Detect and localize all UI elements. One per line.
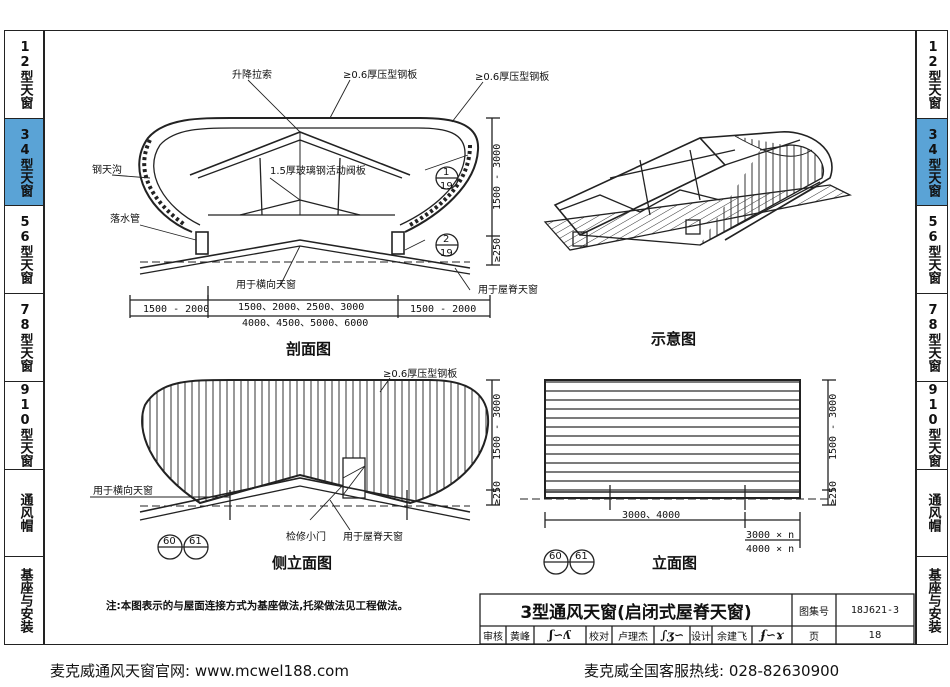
transverse-label: 用于横向天窗 <box>236 278 296 291</box>
callout-4a: 60 <box>549 551 562 562</box>
steel-plate-label-2: ≥0.6厚压型钢板 <box>475 70 549 83</box>
right-tab-3[interactable]: 78型天窗 <box>917 294 947 382</box>
page-number: 18 <box>868 629 882 641</box>
right-tab-1[interactable]: 34型天窗 <box>917 118 947 207</box>
atlas-label: 图集号 <box>799 606 829 618</box>
callout-4b: 61 <box>575 551 588 562</box>
section-view-title: 剖面图 <box>286 340 331 358</box>
right-tab-2[interactable]: 56型天窗 <box>917 206 947 295</box>
atlas-number: 18J621-3 <box>850 604 900 616</box>
review-label: 审核 <box>483 631 503 643</box>
section-view <box>111 79 500 318</box>
side-elevation-view <box>90 377 500 560</box>
side-labels: ≥0.6厚压型钢板 用于横向天窗 检修小门 用于屋脊天窗 1500 - 3000… <box>93 367 503 572</box>
footer-hotline: 麦克威全国客服热线: 028-82630900 <box>584 662 840 680</box>
dim-250-3: ≥250 <box>828 481 839 505</box>
title-block-grid <box>479 593 915 645</box>
callout-1-bot: 19 <box>440 181 453 192</box>
drawing-note: 注:本图表示的与屋面连接方式为基座做法,托梁做法见工程做法。 <box>106 600 409 612</box>
ridge-label: 用于屋脊天窗 <box>478 283 538 296</box>
dim-n1: 3000 × n <box>746 530 794 541</box>
dim-total: 4000、4500、5000、6000 <box>242 318 368 329</box>
ridge-label-2: 用于屋脊天窗 <box>343 530 403 543</box>
left-tab-0[interactable]: 12型天窗 <box>5 31 43 119</box>
right-tab-0[interactable]: 12型天窗 <box>917 31 947 119</box>
section-labels: 升降拉索 ≥0.6厚压型钢板 ≥0.6厚压型钢板 钢天沟 1.5厚玻璃钢活动阀板… <box>92 68 549 358</box>
gutter-label: 钢天沟 <box>92 163 122 176</box>
schematic-view-title: 示意图 <box>651 330 696 348</box>
elevation-view <box>520 379 836 575</box>
dim-width: 3000、4000 <box>622 510 680 521</box>
lift-rod-label: 升降拉索 <box>232 68 272 81</box>
reviewer-name: 黄峰 <box>510 631 530 643</box>
callout-3a: 60 <box>163 536 176 547</box>
title-block: 3型通风天窗(启闭式屋脊天窗) 图集号 18J621-3 审核 黄峰 ʃ∽ʎ 校… <box>480 594 914 644</box>
dim-n2: 4000 × n <box>746 544 794 555</box>
page-label: 页 <box>809 631 819 643</box>
reviewer-signature: ʃ∽ʎ <box>549 628 571 642</box>
callout-3b: 61 <box>189 536 202 547</box>
side-view-title: 侧立面图 <box>272 554 332 572</box>
left-tab-2[interactable]: 56型天窗 <box>5 206 43 295</box>
downpipe-label: 落水管 <box>110 212 140 225</box>
left-tab-5[interactable]: 通风帽 <box>5 470 43 558</box>
elevation-view-title: 立面图 <box>652 554 697 572</box>
dim-height: 1500 - 3000 <box>492 144 503 210</box>
steel-plate-label-3: ≥0.6厚压型钢板 <box>383 367 457 380</box>
dim-height-3: 1500 - 3000 <box>828 394 839 460</box>
designer-signature: ʄ∽ɤ <box>760 628 784 642</box>
checker-name: 卢理杰 <box>618 631 648 643</box>
dim-height-2: 1500 - 3000 <box>492 394 503 460</box>
steel-plate-label-1: ≥0.6厚压型钢板 <box>343 68 417 81</box>
callout-2-top: 2 <box>443 234 449 245</box>
right-tab-5[interactable]: 通风帽 <box>917 470 947 558</box>
dim-left: 1500 - 2000 <box>143 304 209 315</box>
elevation-labels: 3000、4000 3000 × n 4000 × n 1500 - 3000 … <box>549 394 839 572</box>
left-tab-6[interactable]: 基座与安装 <box>17 568 33 634</box>
callout-1-top: 1 <box>443 167 449 178</box>
glass-valve-label: 1.5厚玻璃钢活动阀板 <box>270 164 366 177</box>
right-tab-6[interactable]: 基座与安装 <box>925 568 941 634</box>
dim-mid: 1500、2000、2500、3000 <box>238 302 364 313</box>
left-tab-4[interactable]: 910型天窗 <box>5 382 43 470</box>
left-tab-3[interactable]: 78型天窗 <box>5 294 43 382</box>
dim-250: ≥250 <box>492 238 503 262</box>
check-label: 校对 <box>589 631 609 643</box>
design-label: 设计 <box>691 631 711 643</box>
schematic-view <box>543 131 852 251</box>
callout-2-bot: 19 <box>440 248 453 259</box>
designer-name: 余建飞 <box>717 631 747 643</box>
transverse-label-2: 用于横向天窗 <box>93 484 153 497</box>
checker-signature: ∫ʒ∽ <box>660 628 684 642</box>
dim-250-2: ≥250 <box>492 481 503 505</box>
left-tab-1[interactable]: 34型天窗 <box>5 118 43 207</box>
access-door-label: 检修小门 <box>286 530 326 543</box>
drawing-title: 3型通风天窗(启闭式屋脊天窗) <box>520 602 752 623</box>
right-tab-4[interactable]: 910型天窗 <box>917 382 947 470</box>
dim-right: 1500 - 2000 <box>410 304 476 315</box>
footer-website: 麦克威通风天窗官网: www.mcwel188.com <box>50 662 349 680</box>
